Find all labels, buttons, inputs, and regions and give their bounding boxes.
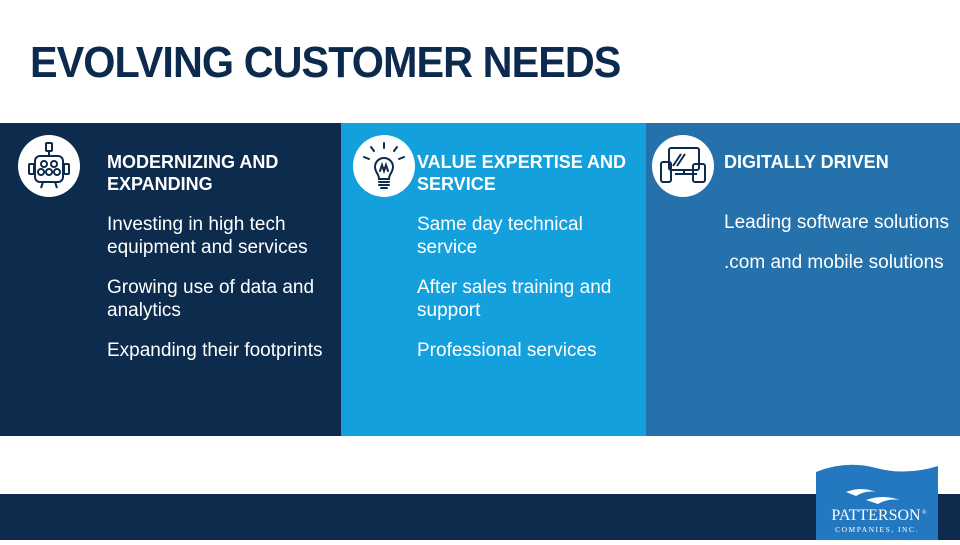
panel-list: Same day technical service After sales t… (417, 213, 642, 379)
page-title: EVOLVING CUSTOMER NEEDS (30, 38, 621, 87)
logo-registered: ® (922, 509, 927, 516)
footer-bar (0, 494, 960, 540)
panel-list: Investing in high tech equipment and ser… (107, 213, 337, 379)
panel-heading: VALUE EXPERTISE AND SERVICE (417, 152, 627, 194)
panel-heading: DIGITALLY DRIVEN (724, 152, 889, 172)
list-item: Professional services (417, 340, 597, 361)
panel-expertise: VALUE EXPERTISE AND SERVICE Same day tec… (341, 123, 646, 436)
list-item: After sales training and support (417, 277, 612, 321)
list-item: Same day technical service (417, 214, 583, 258)
patterson-logo: PATTERSON ® COMPANIES, INC. (816, 462, 938, 540)
list-item: Growing use of data and analytics (107, 277, 315, 321)
panel-heading: MODERNIZING AND EXPANDING (107, 152, 279, 194)
list-item: Leading software solutions (724, 212, 949, 233)
list-item: .com and mobile solutions (724, 252, 944, 273)
devices-icon (652, 135, 714, 197)
panel-list: Leading software solutions .com and mobi… (724, 211, 949, 291)
panel-modernizing: MODERNIZING AND EXPANDING Investing in h… (0, 123, 341, 436)
dental-equipment-icon (18, 135, 80, 197)
panel-digital: DIGITALLY DRIVEN Leading software soluti… (646, 123, 960, 436)
logo-wordmark: PATTERSON (831, 507, 921, 524)
logo-subtitle: COMPANIES, INC. (835, 525, 919, 534)
list-item: Expanding their footprints (107, 340, 323, 361)
list-item: Investing in high tech equipment and ser… (107, 214, 308, 258)
lightbulb-icon (353, 135, 415, 197)
needs-panels: MODERNIZING AND EXPANDING Investing in h… (0, 123, 960, 436)
